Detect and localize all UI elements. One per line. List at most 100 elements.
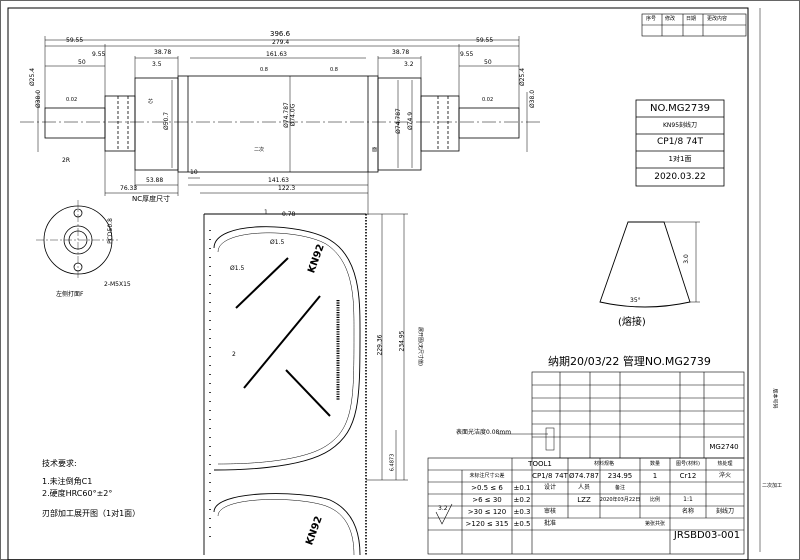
title-block-lines [427,371,745,555]
dim-left-tiny: 3.5 [152,61,162,68]
dim-right-step: 38.78 [392,49,410,56]
dim-left-seg: 50 [78,59,86,66]
dev-w1: 1 [264,209,268,216]
surface-note: 表面光洁度0.08mm [456,429,512,436]
dev-dim2: 2 [232,351,236,358]
radius-right: 0.8 [330,67,338,73]
tb-length: 234.95 [607,471,633,480]
dim-bottom-1: 53.88 [146,177,164,184]
tb-count-hdr: 数量 [649,460,660,467]
tb-worker: 人员 [577,484,590,491]
tb-design-hdr: 设计 [543,484,556,491]
weld-detail [599,221,700,308]
dim-right-shaft: 59.55 [476,37,494,44]
label-spec: CP1/8 74T [656,137,703,147]
rev-header-no: 序号 [646,16,657,22]
diameter-dimension-lines [37,76,528,172]
dim-left-step: 38.78 [154,49,172,56]
tol-left: 0.02 [66,97,78,103]
tb-approve-hdr: 批准 [543,520,556,527]
tb-check-hdr: 审核 [543,508,556,515]
delivery-date-line: 纳期20/03/22 管理NO.MG2739 [548,355,711,368]
tb-unit-hdr: 名称 [681,508,694,515]
developed-dimension-lines [366,213,408,481]
tol-range-1: >0.5 ≤ 6 [471,483,503,492]
dev-hole2: Ø1.5 [230,265,245,272]
side-mark-2: 版本号码 [771,388,778,409]
tech-title: 技术要求: [42,459,77,468]
dev-side-note: 展开图(无尺寸值) [416,327,423,366]
tb-code: MG2740 [709,443,739,451]
tech-caption: 刃部加工展开图（1对1面） [42,509,141,518]
radius-left: 0.8 [260,67,268,73]
tb-heat: 淬火 [718,472,731,479]
revision-table-lines [641,13,747,37]
label-pcd: PCD50.8 [106,218,114,244]
rev-header-mod: 修改 [665,16,676,22]
tol-right: 0.02 [482,97,494,103]
label-mian: 面 [372,147,378,153]
tb-unit: 刻线刀 [715,508,734,515]
dim-overall: 396.6 [270,30,291,38]
dev-small: 6.4873 [389,453,396,472]
label-date: 2020.03.22 [654,171,706,182]
end-view-caption: 左侧打面F [56,291,84,298]
tb-date: 2020年03月22日 [599,496,641,503]
label-name: KN95刻线刀 [662,121,698,129]
roller-side-view [44,75,520,173]
dim-right-dia4: Ø74.9 [407,111,415,131]
dim-bottom-3: 10 [190,169,198,176]
tb-designer: LZZ [577,495,591,504]
dim-left-shaft: 59.55 [66,37,84,44]
tb-sheet: 第张共张 [644,520,665,527]
tol-value-2: ±0.2 [513,495,531,504]
label-qty: 1对1面 [668,155,692,163]
tb-tool: TOOL1 [528,459,552,468]
tech-item-1: 1.未注倒角C1 [42,477,93,486]
developed-blade-view [203,213,367,556]
roughness-value: 3.2 [438,505,448,512]
tb-drawing-no: JRSBD03-001 [673,530,741,541]
label-box-lines [635,99,725,187]
dim-center-dia2: Ø74.0G [289,103,297,127]
drawing-frame [7,7,749,560]
label-nc-thickness: NC厚度尺寸 [132,195,171,203]
tb-material-hdr: 材料规格 [593,460,614,467]
label-no: NO.MG2739 [650,102,710,114]
tol-range-2: >6 ≤ 30 [472,495,502,504]
dev-length2: 234.95 [398,330,406,352]
dim-right-dia: Ø25.4 [519,67,527,87]
dim-left-dia3: Ø50.7 [163,111,171,131]
tb-material: Cr12 [679,471,697,480]
rev-header-date: 日期 [686,16,697,22]
top-dimension-lines [44,36,520,108]
dim-right-seg: 50 [484,59,492,66]
tb-scale: 1:1 [683,496,693,503]
tb-note: 备注 [614,484,625,491]
tb-heat-hdr: 热处理 [717,460,733,467]
dev-hole1: Ø1.5 [270,239,285,246]
dim-right-small: 9.55 [460,51,474,58]
tb-dia: Ø74.787 [568,471,599,480]
tol-value-4: ±0.5 [513,519,531,528]
dim-right-dia3: Ø74.787 [394,108,402,134]
tol-value-3: ±0.3 [513,507,531,516]
label-2r: 2R [62,157,70,164]
label-erci: 二次 [254,147,265,153]
dim-left-small: 9.55 [92,51,106,58]
tb-spec: CP1/8 74T [532,471,568,480]
tol-value-1: ±0.1 [513,483,531,492]
weld-angle: 35° [630,297,641,304]
tb-scale-hdr: 比例 [649,496,660,503]
dim-bottom-4: 141.63 [268,177,289,184]
rev-header-content: 更改内容 [707,16,728,22]
roughness-symbol [435,503,453,525]
tol-header: 未标注尺寸公差 [469,472,505,479]
dim-bottom-2: 76.33 [120,185,138,192]
tol-range-3: >30 ≤ 120 [467,507,507,516]
tech-item-2: 2.硬度HRC60°±2° [42,489,113,498]
weld-height: 3.0 [682,254,690,264]
dim-right-dia2: Ø38.0 [529,89,537,109]
dim-left-dia2: Ø38.0 [35,89,43,109]
